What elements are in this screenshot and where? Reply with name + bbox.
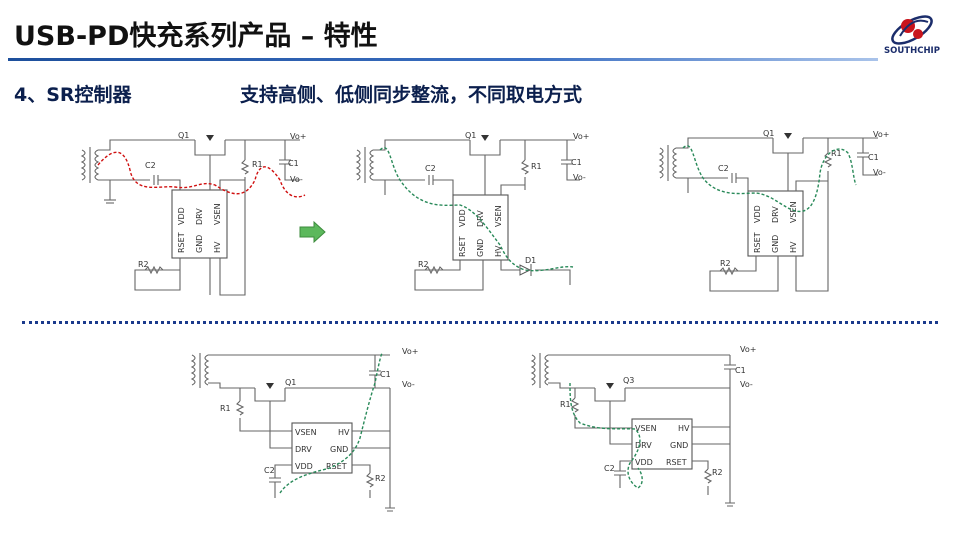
pin-vsen: VSEN: [295, 428, 317, 437]
r1-label: R1: [252, 160, 263, 169]
c2-label: C2: [425, 164, 436, 173]
pin-hv: HV: [213, 241, 222, 253]
vo-minus-label: Vo-: [402, 380, 415, 389]
pin-vdd: VDD: [635, 458, 653, 467]
transformer-icon: [355, 147, 375, 183]
pin-hv: HV: [494, 245, 503, 257]
pin-gnd: GND: [771, 235, 780, 253]
supply-path-red: [97, 151, 306, 198]
pin-gnd: GND: [330, 445, 348, 454]
c1-label: C1: [288, 159, 299, 168]
pin-gnd: GND: [476, 239, 485, 257]
title-underline: [8, 58, 878, 61]
pin-rset: RSET: [177, 232, 186, 253]
r2-label: R2: [138, 260, 149, 269]
q3-label: Q3: [623, 376, 634, 385]
c1-label: C1: [571, 158, 582, 167]
pin-rset: RSET: [458, 236, 467, 257]
pin-rset: RSET: [666, 458, 687, 467]
pin-vsen: VSEN: [494, 205, 503, 227]
circuit-diagram-1: Q1 R1 C1 Vo+ Vo- C2 VDD DRV VSEN RSET GN…: [80, 131, 306, 296]
c1-label: C1: [735, 366, 746, 375]
c2-label: C2: [604, 464, 615, 473]
mosfet-q1-icon: [194, 135, 226, 163]
r1-label: R1: [531, 162, 542, 171]
supply-path-green: [569, 382, 643, 489]
pin-rset: RSET: [753, 232, 762, 253]
mosfet-q1-icon: [772, 133, 804, 161]
pin-gnd: GND: [195, 235, 204, 253]
arrow-right-icon: [299, 220, 326, 244]
r2-label: R2: [418, 260, 429, 269]
c2-label: C2: [264, 466, 275, 475]
pin-drv: DRV: [195, 208, 204, 225]
sr-controller-ic: [747, 190, 804, 257]
pin-vdd: VDD: [458, 209, 467, 227]
c1-label: C1: [868, 153, 879, 162]
circuit-diagram-4: Q1 C1 Vo+ Vo- R1 VSEN DRV VDD HV GND RSE…: [190, 347, 418, 512]
c2-label: C2: [718, 164, 729, 173]
r1-label: R1: [831, 149, 842, 158]
pin-drv: DRV: [476, 210, 485, 227]
q1-label: Q1: [465, 131, 476, 140]
q1-label: Q1: [285, 378, 296, 387]
vo-plus-label: Vo+: [873, 130, 889, 139]
pin-gnd: GND: [670, 441, 688, 450]
sr-controller-ic: [171, 189, 228, 259]
r2-label: R2: [712, 468, 723, 477]
pin-vsen: VSEN: [635, 424, 657, 433]
pin-drv: DRV: [771, 206, 780, 223]
r1-label: R1: [560, 400, 571, 409]
vo-minus-label: Vo-: [740, 380, 753, 389]
diode-d1-icon: [519, 264, 532, 276]
c1-label: C1: [380, 370, 391, 379]
supply-path-green: [379, 147, 574, 272]
transformer-icon: [80, 147, 100, 183]
pin-vdd: VDD: [753, 205, 762, 223]
mosfet-q3-icon: [594, 383, 626, 409]
circuit-diagram-2: Q1 R1 C1 Vo+ Vo- C2 VDD DRV VSEN RSET GN…: [355, 131, 589, 291]
q1-label: Q1: [178, 131, 189, 140]
q1-label: Q1: [763, 129, 774, 138]
sr-controller-ic: [631, 418, 693, 470]
vo-minus-label: Vo-: [290, 175, 303, 184]
vo-plus-label: Vo+: [740, 345, 756, 354]
circuit-diagram-3: Q1 R1 C1 Vo+ Vo- C2 VDD DRV VSEN RSET GN…: [658, 129, 889, 292]
vo-plus-label: Vo+: [402, 347, 418, 356]
sr-controller-ic: [452, 194, 509, 261]
logo-text: SOUTHCHIP: [884, 46, 940, 56]
pin-hv: HV: [789, 241, 798, 253]
southchip-logo-icon: [891, 15, 933, 45]
supply-path-green: [682, 145, 857, 213]
pin-vdd: VDD: [295, 462, 313, 471]
section-divider: [22, 321, 938, 324]
section-subtitle: 支持高侧、低侧同步整流，不同取电方式: [240, 84, 583, 106]
vo-plus-label: Vo+: [573, 132, 589, 141]
circuit-diagram-5: Q3 C1 Vo+ Vo- R1 VSEN DRV VDD HV GND RSE…: [530, 345, 756, 507]
pin-rset: RSET: [326, 462, 347, 471]
d1-label: D1: [525, 256, 536, 265]
transformer-icon: [658, 145, 678, 181]
pin-hv: HV: [338, 428, 350, 437]
page-title: USB-PD快充系列产品 – 特性: [14, 21, 378, 52]
r2-label: R2: [720, 259, 731, 268]
pin-drv: DRV: [295, 445, 312, 454]
pin-vdd: VDD: [177, 207, 186, 225]
section-label: 4、SR控制器: [14, 84, 132, 106]
vo-minus-label: Vo-: [873, 168, 886, 177]
pin-drv: DRV: [635, 441, 652, 450]
pin-vsen: VSEN: [789, 201, 798, 223]
mosfet-q1-icon: [254, 383, 286, 409]
pin-vsen: VSEN: [213, 203, 222, 225]
r1-label: R1: [220, 404, 231, 413]
r2-label: R2: [375, 474, 386, 483]
mosfet-q1-icon: [469, 135, 501, 163]
pin-hv: HV: [678, 424, 690, 433]
transformer-icon: [190, 353, 210, 388]
c2-label: C2: [145, 161, 156, 170]
vo-plus-label: Vo+: [290, 132, 306, 141]
supply-path-green: [279, 352, 383, 494]
transformer-icon: [530, 353, 550, 388]
vo-minus-label: Vo-: [573, 173, 586, 182]
